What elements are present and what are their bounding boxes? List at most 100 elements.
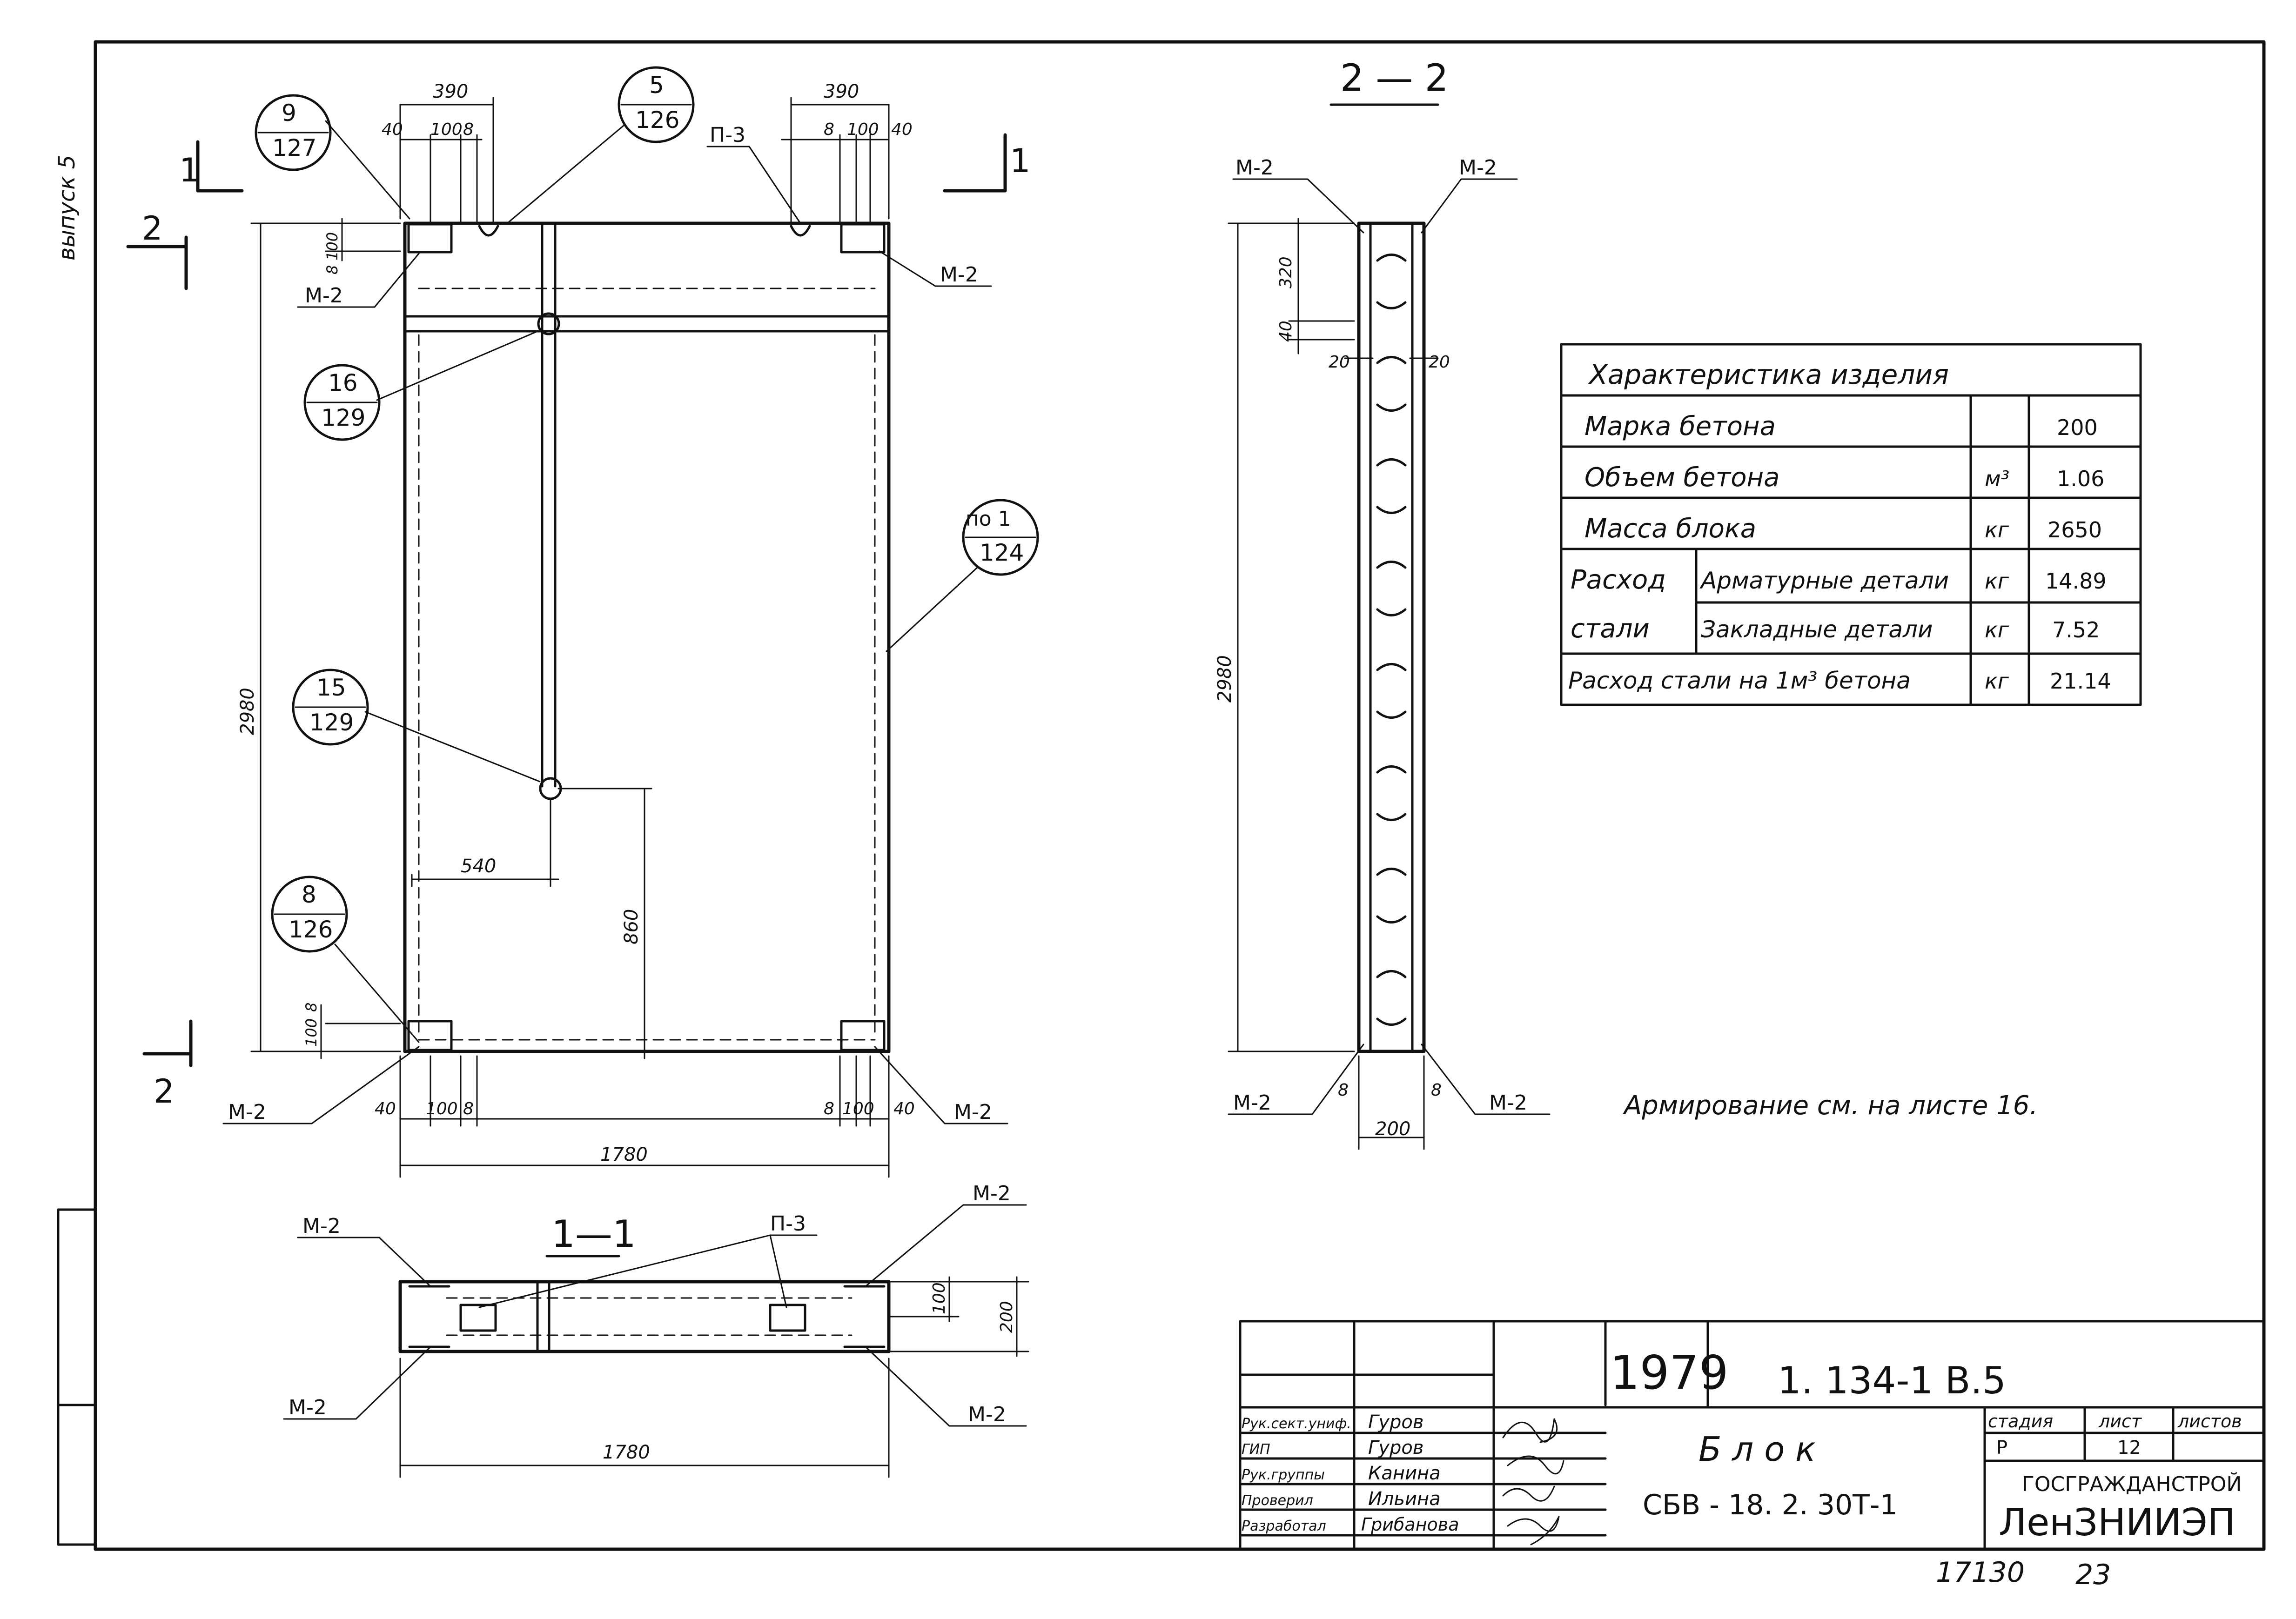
- svg-text:126: 126: [289, 916, 333, 943]
- leader-m2-s11-bl: [283, 1346, 431, 1420]
- cut-mark-1-right: [943, 133, 1007, 193]
- char-perm3-value: 21.14: [2050, 669, 2111, 694]
- tb-name-4: Ильина: [1368, 1488, 1441, 1510]
- dim-100-top: 100: [430, 120, 463, 139]
- char-row-3-label: Масса блока: [1584, 514, 1756, 544]
- lifting-loop-right: [790, 225, 811, 237]
- label-m2-bl: М-2: [228, 1100, 266, 1124]
- tb-name-1: Гуров: [1368, 1412, 1423, 1433]
- tb-stage: Р: [1996, 1437, 2007, 1458]
- dim-1780-bottom: 1780: [600, 1144, 648, 1165]
- leader-m2-s11-br: [865, 1346, 1027, 1427]
- dim-100-top-r: 100: [847, 120, 879, 139]
- block-rib-horizontal: [403, 315, 890, 333]
- dim-8-s22-b: 8: [1431, 1081, 1442, 1100]
- tb-signatures: [1502, 1418, 1564, 1545]
- cut-mark-2-top: [126, 235, 188, 290]
- svg-text:15: 15: [316, 674, 346, 701]
- embed-plate-tr: [840, 223, 886, 254]
- leader-m2-s11-tl: [297, 1237, 431, 1287]
- footer-num-2: 23: [2075, 1559, 2111, 1591]
- dim-390-left: 390: [433, 81, 468, 102]
- tb-role-4: Проверил: [1242, 1492, 1313, 1509]
- leader-m2-s22-bl: [1228, 1044, 1364, 1115]
- section-1-1: 1—1 100 200 1780 М-2 М-2 М-2 М-2 П-3: [283, 1182, 1029, 1478]
- dim-860: 860: [621, 909, 642, 944]
- dim-100-left: 100: [323, 232, 341, 261]
- section-2-2-outline: [1357, 221, 1426, 1053]
- tb-mark: СБВ - 18. 2. 30Т-1: [1643, 1489, 1898, 1521]
- char-title: Характеристика изделия: [1588, 359, 1949, 390]
- char-steel-label-2: стали: [1571, 614, 1650, 644]
- dim-left-bottom: [320, 1004, 401, 1059]
- dim-860-line: [557, 788, 652, 1059]
- char-row-3-unit: кг: [1985, 517, 2009, 542]
- char-row-1-value: 200: [2057, 415, 2098, 440]
- elevation-view: 390 390 40 100 8 8 100 40 2980 100 8 100…: [126, 66, 1039, 1178]
- label-m2-s22-tl: М-2: [1235, 156, 1274, 180]
- dim-200-s22: 200: [1375, 1118, 1410, 1140]
- section-1-1-title: 1—1: [551, 1212, 636, 1256]
- dim-320: 320: [1276, 256, 1296, 288]
- label-m2-br: М-2: [954, 1100, 992, 1124]
- label-m2-tr: М-2: [940, 263, 978, 287]
- svg-text:16: 16: [328, 369, 358, 396]
- dim-100-s11: 100: [930, 1282, 949, 1314]
- title-block: 1979 1. 134-1 В.5 Б л о к СБВ - 18. 2. 3…: [1239, 1320, 2265, 1551]
- leader-m2-tr: [879, 250, 992, 287]
- label-m2-s22-tr: М-2: [1459, 156, 1497, 180]
- dim-40-top: 40: [382, 120, 403, 139]
- callout-9-127: 9 127: [255, 94, 410, 220]
- callout-16-129: 16 129: [303, 329, 541, 441]
- label-m2-s11-tl: М-2: [302, 1214, 341, 1238]
- cut-2-bottom: 2: [154, 1072, 175, 1111]
- svg-text:124: 124: [980, 539, 1024, 566]
- tb-role-5: Разработал: [1242, 1518, 1326, 1534]
- label-m2-s11-bl: М-2: [289, 1396, 327, 1419]
- dim-100-bottom: 100: [426, 1099, 458, 1118]
- char-steel-1-unit: кг: [1985, 569, 2009, 594]
- dim-20-right: 20: [1429, 353, 1450, 372]
- char-row-2-value: 1.06: [2057, 466, 2104, 491]
- dim-8-left-b: 8: [302, 1003, 320, 1012]
- char-steel-label-1: Расход: [1571, 565, 1666, 595]
- dim-8-bottom: 8: [463, 1099, 474, 1118]
- callout-5-126: 5 126: [506, 66, 695, 224]
- section-2-2-keys: [1376, 254, 1407, 1026]
- dim-8-bottom-r: 8: [824, 1099, 834, 1118]
- callout-15-129: 15 129: [292, 669, 541, 783]
- section-2-2-inner: [1369, 222, 1414, 1053]
- leader-p3-s11: [478, 1234, 818, 1308]
- cut-2-top: 2: [142, 209, 163, 248]
- svg-text:9: 9: [282, 100, 296, 127]
- callout-8-126: 8 126: [271, 876, 420, 1043]
- leader-m2-s11-tr: [865, 1204, 1027, 1287]
- tb-sheet-header: лист: [2098, 1411, 2142, 1432]
- char-row-3-value: 2650: [2048, 517, 2102, 542]
- section-2-2-dims: [1228, 218, 1439, 1150]
- label-m2-tl: М-2: [305, 284, 343, 308]
- label-p3-s11: П-3: [770, 1212, 806, 1236]
- dim-8-s22-a: 8: [1338, 1081, 1349, 1100]
- dim-8-left: 8: [323, 265, 341, 274]
- char-row-2-unit: м³: [1985, 466, 2009, 491]
- dim-bottom-line: [399, 1055, 890, 1178]
- block-inner-profile: [418, 288, 876, 1041]
- tb-role-3: Рук.группы: [1242, 1467, 1325, 1483]
- char-steel-2-unit: кг: [1985, 617, 2009, 642]
- tb-name-2: Гуров: [1368, 1437, 1423, 1458]
- label-m2-s11-br: М-2: [968, 1403, 1006, 1426]
- section-1-1-plates: [408, 1285, 886, 1348]
- char-steel-1-label: Арматурные детали: [1699, 567, 1949, 594]
- tb-name: Б л о к: [1699, 1430, 1816, 1469]
- lifting-loop-left: [478, 225, 499, 237]
- reinforcement-note: Армирование см. на листе 16.: [1623, 1090, 2038, 1121]
- tb-sheet: 12: [2117, 1437, 2141, 1458]
- embed-plate-tl: [407, 223, 453, 254]
- svg-text:5: 5: [649, 72, 664, 99]
- svg-text:8: 8: [302, 881, 316, 908]
- leader-m2-s22-tl: [1232, 178, 1364, 234]
- char-steel-2-label: Закладные детали: [1701, 616, 1933, 643]
- svg-text:129: 129: [321, 404, 365, 431]
